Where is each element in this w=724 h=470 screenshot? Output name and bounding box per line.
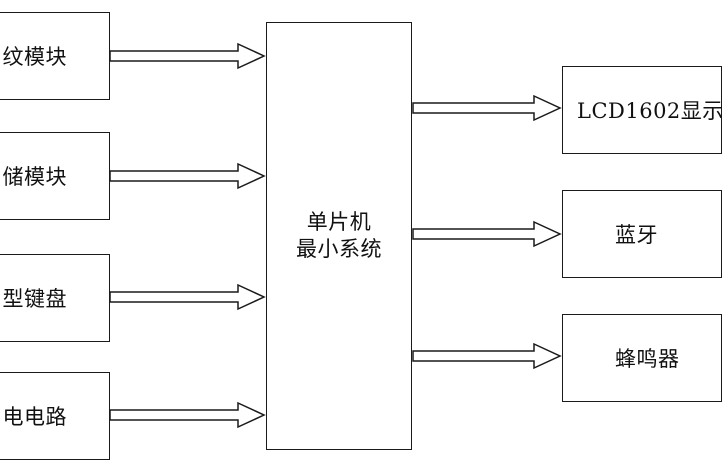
- left-block-1: 纹模块: [0, 12, 110, 100]
- arrow-left-1: [109, 42, 266, 70]
- arrow-right-3: [412, 342, 562, 370]
- lcd-display-block: LCD1602显示: [562, 66, 724, 154]
- left-block-3: 型键盘: [0, 254, 110, 342]
- lcd-display-label: LCD1602显示: [577, 99, 724, 123]
- buzzer-block: 蜂鸣器: [562, 314, 722, 402]
- mcu-block: 单片机 最小系统: [266, 22, 412, 450]
- left-block-2-label: 储模块: [2, 165, 67, 189]
- bluetooth-block: 蓝牙: [562, 190, 722, 278]
- arrow-left-2: [109, 162, 266, 190]
- buzzer-label: 蜂鸣器: [615, 347, 680, 371]
- arrow-right-2: [412, 220, 562, 248]
- arrow-right-1: [412, 94, 562, 122]
- left-block-1-label: 纹模块: [2, 45, 67, 69]
- left-block-4-label: 电电路: [2, 405, 67, 429]
- arrow-left-3: [109, 283, 266, 311]
- mcu-label-line2: 最小系统: [296, 237, 382, 261]
- mcu-label-line1: 单片机: [306, 209, 372, 234]
- block-diagram: 纹模块 储模块 型键盘 电电路 单片机 最小系统 LCD1602显示 蓝牙 蜂鸣…: [0, 12, 723, 460]
- bluetooth-label: 蓝牙: [615, 223, 658, 247]
- left-block-2: 储模块: [0, 132, 110, 220]
- left-block-3-label: 型键盘: [2, 287, 67, 311]
- arrow-left-4: [109, 401, 266, 429]
- left-block-4: 电电路: [0, 372, 110, 460]
